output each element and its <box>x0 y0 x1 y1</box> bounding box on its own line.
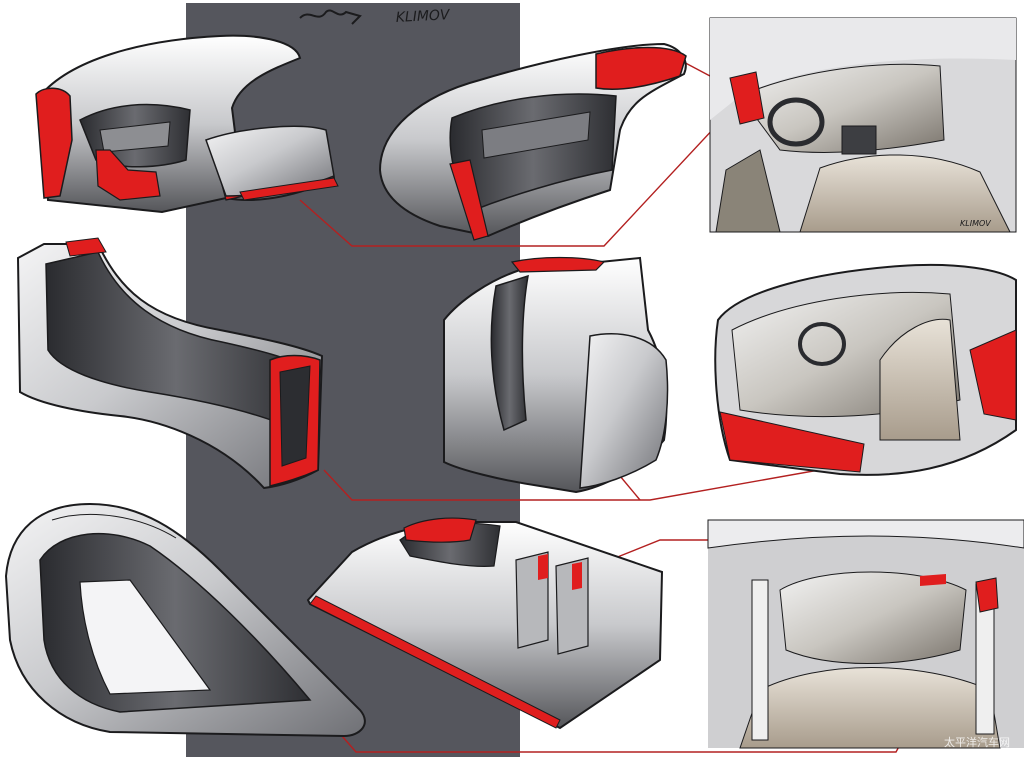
sketch-seat-back <box>443 256 669 494</box>
sketch-door-frame <box>4 502 366 738</box>
render-signature-1: KLIMOV <box>960 219 991 228</box>
render-interior-rear: 太平洋汽车网 PCauto.com.cn <box>707 519 1024 762</box>
leader-line-middle <box>323 461 865 501</box>
sketch-seat-tub <box>16 237 324 490</box>
signature-text: KLIMOV <box>395 7 451 26</box>
sketch-floor-tub <box>306 517 664 730</box>
watermark-line1: 太平洋汽车网 <box>944 735 1010 749</box>
watermark-line2: PCauto.com.cn <box>948 752 1010 762</box>
sketch-dashboard-front <box>378 42 687 241</box>
leader-line-top <box>299 95 745 247</box>
render-interior-side <box>714 263 1017 476</box>
sketch-dashboard-cutaway <box>35 34 339 214</box>
leader-line-middle-2 <box>619 475 641 501</box>
render-interior-cockpit: KLIMOV <box>709 17 1017 233</box>
signature-scribble: KLIMOV <box>299 7 451 26</box>
